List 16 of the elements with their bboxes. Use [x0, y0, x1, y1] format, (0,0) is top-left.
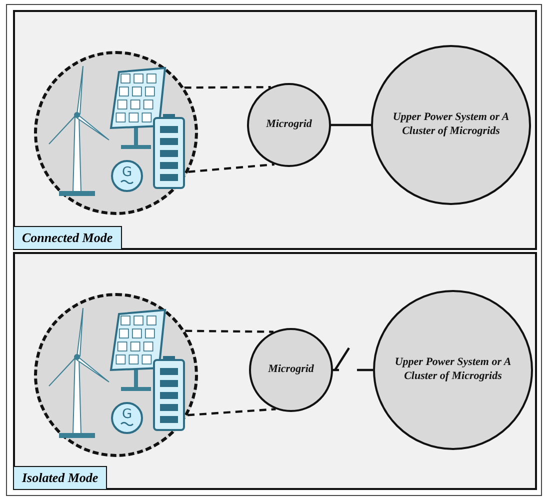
node-label: Microgrid	[268, 363, 314, 377]
node-label: Upper Power System or A Cluster of Microgrids	[394, 356, 512, 384]
panel	[13, 252, 537, 490]
open-switch-line	[333, 346, 373, 372]
zoom-line	[188, 163, 275, 173]
generator-icon: G	[111, 402, 143, 434]
mode-label: Isolated Mode	[13, 466, 108, 490]
connection-line	[331, 124, 371, 126]
mode-label: Connected Mode	[13, 226, 122, 250]
zoom-line	[185, 330, 274, 333]
node-label: Upper Power System or A Cluster of Microgrids	[392, 111, 510, 139]
node-label: Microgrid	[266, 118, 312, 132]
generator-icon: G	[111, 160, 143, 192]
zoom-line	[184, 86, 271, 89]
zoom-line	[187, 408, 276, 416]
panel	[13, 10, 537, 250]
